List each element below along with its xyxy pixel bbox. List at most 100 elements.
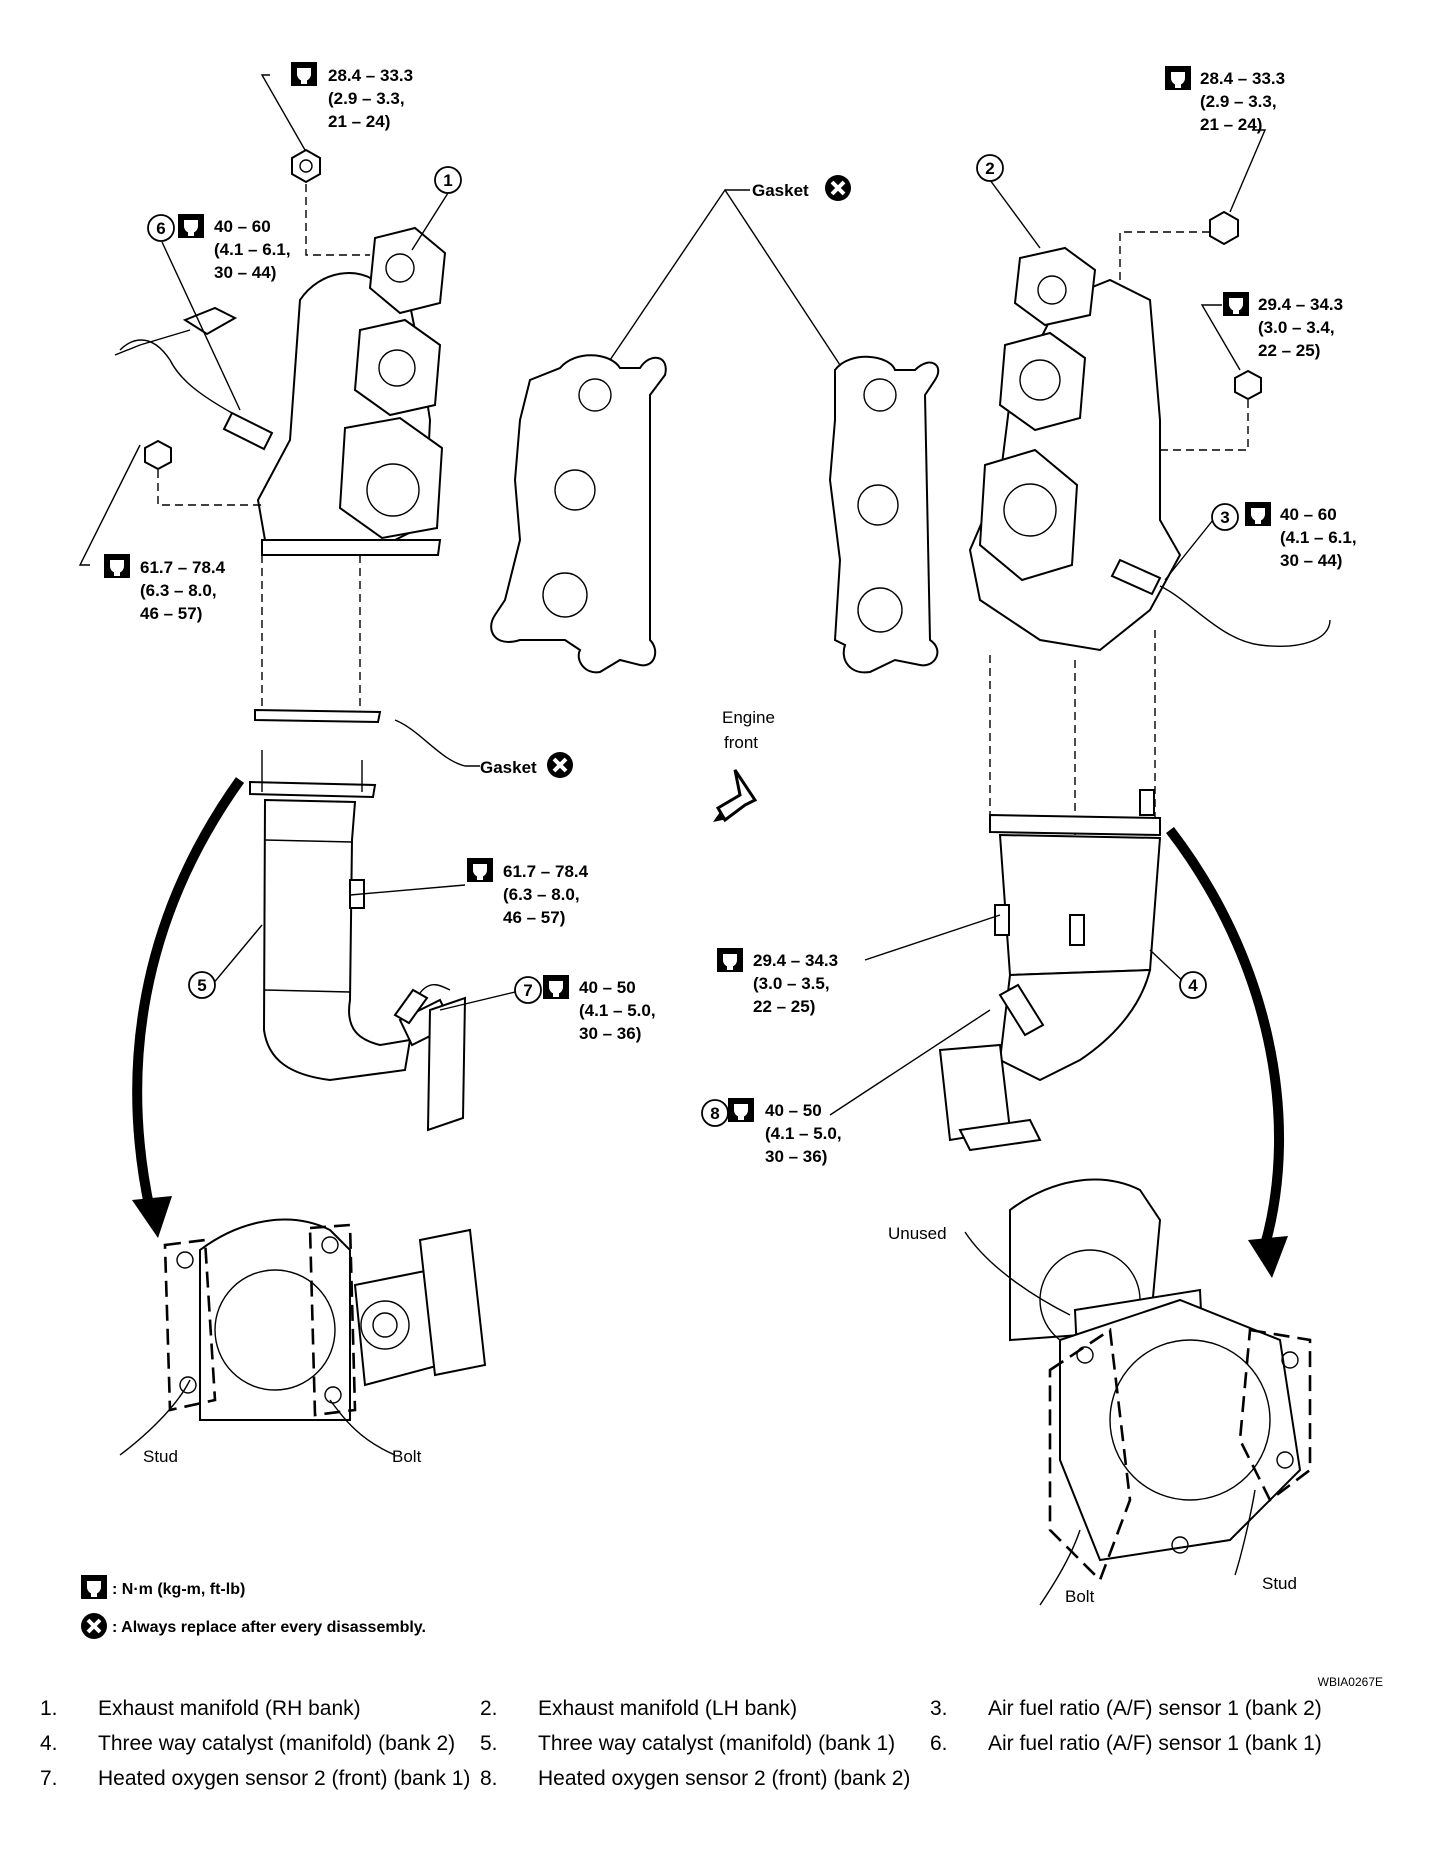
svg-text:28.4 – 33.3: 28.4 – 33.3 bbox=[1200, 69, 1285, 88]
legend-item: 1. Exhaust manifold (RH bank) bbox=[40, 1695, 480, 1722]
gasket-label-top: Gasket bbox=[752, 173, 853, 203]
torque-wrench-icon bbox=[81, 1575, 107, 1599]
torque-wrench-icon bbox=[467, 858, 493, 882]
torque-wrench-icon bbox=[717, 948, 743, 972]
svg-text:7: 7 bbox=[523, 981, 532, 1000]
svg-text:: Always replace after every d: : Always replace after every disassembly… bbox=[112, 1619, 426, 1636]
legend-item-text: Exhaust manifold (LH bank) bbox=[538, 1697, 798, 1720]
torque-spec-ho2s-bank1: 40 – 50 (4.1 – 5.0, 30 – 36) bbox=[543, 975, 656, 1043]
legend-item-number: 1. bbox=[40, 1697, 58, 1720]
engine-front-label: Engine bbox=[722, 708, 775, 727]
svg-text:Gasket: Gasket bbox=[480, 758, 537, 777]
svg-text:46 – 57): 46 – 57) bbox=[503, 908, 565, 927]
svg-text:21 – 24): 21 – 24) bbox=[1200, 115, 1262, 134]
svg-text:5: 5 bbox=[197, 976, 206, 995]
stud-label-right: Stud bbox=[1262, 1574, 1297, 1593]
svg-text:(6.3 – 8.0,: (6.3 – 8.0, bbox=[503, 885, 580, 904]
svg-text:2: 2 bbox=[985, 159, 994, 178]
svg-text:40 – 60: 40 – 60 bbox=[1280, 505, 1337, 524]
legend-item-number: 4. bbox=[40, 1732, 58, 1755]
torque-spec-catalyst-bank1-bolt: 61.7 – 78.4 (6.3 – 8.0, 46 – 57) bbox=[467, 858, 589, 927]
svg-text:21 – 24): 21 – 24) bbox=[328, 112, 390, 131]
legend-item-text: Three way catalyst (manifold) (bank 2) bbox=[98, 1732, 456, 1755]
engine-front-label-2: front bbox=[724, 733, 758, 752]
rh-bank-assembly bbox=[114, 148, 487, 1456]
torque-wrench-icon bbox=[178, 214, 204, 238]
callout-8: 8 bbox=[701, 1099, 729, 1127]
svg-text:30 – 44): 30 – 44) bbox=[1280, 551, 1342, 570]
figure-code: WBIA0267E bbox=[1318, 1675, 1383, 1689]
svg-text:40 – 60: 40 – 60 bbox=[214, 217, 271, 236]
legend-item-number: 6. bbox=[930, 1732, 948, 1755]
svg-text:30 – 44): 30 – 44) bbox=[214, 263, 276, 282]
lh-bank-assembly bbox=[938, 210, 1331, 1606]
svg-text:22 – 25): 22 – 25) bbox=[753, 997, 815, 1016]
torque-spec-catalyst-bank2-bolt: 29.4 – 34.3 (3.0 – 3.5, 22 – 25) bbox=[717, 948, 838, 1016]
legend-item: 2. Exhaust manifold (LH bank) bbox=[480, 1695, 930, 1722]
svg-text:29.4 – 34.3: 29.4 – 34.3 bbox=[1258, 295, 1343, 314]
gasket-label-mid: Gasket bbox=[480, 750, 575, 780]
legend-item-text: Exhaust manifold (RH bank) bbox=[98, 1697, 361, 1720]
svg-text:8: 8 bbox=[710, 1104, 719, 1123]
leader-lines bbox=[78, 74, 1267, 1116]
svg-text:1: 1 bbox=[443, 171, 452, 190]
callout-4: 4 bbox=[1179, 971, 1207, 999]
torque-wrench-icon bbox=[104, 554, 130, 578]
legend-item-number: 8. bbox=[480, 1767, 498, 1790]
legend-item-number: 7. bbox=[40, 1767, 58, 1790]
svg-text:Gasket: Gasket bbox=[752, 181, 809, 200]
callout-1: 1 bbox=[434, 166, 462, 194]
svg-text:(4.1 – 6.1,: (4.1 – 6.1, bbox=[1280, 528, 1357, 547]
svg-text:: N·m (kg-m, ft-lb): : N·m (kg-m, ft-lb) bbox=[112, 1581, 245, 1598]
torque-wrench-icon bbox=[1245, 502, 1271, 526]
torque-spec-lh-flange-nut: 29.4 – 34.3 (3.0 – 3.4, 22 – 25) bbox=[1223, 292, 1343, 360]
torque-spec-af-sensor-bank2: 40 – 60 (4.1 – 6.1, 30 – 44) bbox=[1245, 502, 1357, 570]
svg-text:29.4 – 34.3: 29.4 – 34.3 bbox=[753, 951, 838, 970]
torque-wrench-icon bbox=[728, 1098, 754, 1122]
svg-text:46 – 57): 46 – 57) bbox=[140, 604, 202, 623]
legend-item-number: 3. bbox=[930, 1697, 948, 1720]
legend-item-text: Air fuel ratio (A/F) sensor 1 (bank 1) bbox=[988, 1732, 1322, 1755]
svg-text:(4.1 – 5.0,: (4.1 – 5.0, bbox=[579, 1001, 656, 1020]
legend-item: 5. Three way catalyst (manifold) (bank 1) bbox=[480, 1730, 930, 1757]
callout-6: 6 bbox=[147, 214, 175, 242]
svg-text:(6.3 – 8.0,: (6.3 – 8.0, bbox=[140, 581, 217, 600]
svg-text:40 – 50: 40 – 50 bbox=[579, 978, 636, 997]
svg-text:22 – 25): 22 – 25) bbox=[1258, 341, 1320, 360]
legend-item-number: 5. bbox=[480, 1732, 498, 1755]
svg-text:(3.0 – 3.5,: (3.0 – 3.5, bbox=[753, 974, 830, 993]
legend-item: 6. Air fuel ratio (A/F) sensor 1 (bank 1) bbox=[930, 1730, 1390, 1757]
torque-wrench-icon bbox=[291, 62, 317, 86]
callout-3: 3 bbox=[1211, 503, 1239, 531]
bolt-label-right: Bolt bbox=[1065, 1587, 1095, 1606]
exhaust-gaskets bbox=[394, 188, 940, 823]
legend-item: 8. Heated oxygen sensor 2 (front) (bank 2… bbox=[480, 1765, 930, 1792]
torque-spec-rh-flange-nut: 61.7 – 78.4 (6.3 – 8.0, 46 – 57) bbox=[104, 554, 226, 623]
torque-wrench-icon bbox=[1223, 292, 1249, 316]
torque-spec-rh-manifold-nut: 28.4 – 33.3 (2.9 – 3.3, 21 – 24) bbox=[291, 62, 413, 131]
torque-spec-ho2s-bank2: 40 – 50 (4.1 – 5.0, 30 – 36) bbox=[728, 1098, 842, 1166]
always-replace-icon bbox=[545, 750, 575, 780]
legend-item: 3.Air fuel ratio (A/F) sensor 1 (bank 2) bbox=[930, 1695, 1390, 1722]
callout-7: 7 bbox=[514, 976, 542, 1004]
svg-text:30 – 36): 30 – 36) bbox=[765, 1147, 827, 1166]
torque-spec-lh-manifold-nut: 28.4 – 33.3 (2.9 – 3.3, 21 – 24) bbox=[1165, 66, 1285, 134]
exhaust-manifold-diagram: 28.4 – 33.3 (2.9 – 3.3, 21 – 24) 40 – 60… bbox=[78, 62, 1383, 1689]
key-torque: : N·m (kg-m, ft-lb) bbox=[81, 1575, 245, 1599]
stud-label-left: Stud bbox=[143, 1447, 178, 1466]
legend-item-number: 2. bbox=[480, 1697, 498, 1720]
legend-item: 7.Heated oxygen sensor 2 (front) (bank 1… bbox=[40, 1765, 480, 1792]
svg-text:61.7 – 78.4: 61.7 – 78.4 bbox=[503, 862, 589, 881]
svg-text:(4.1 – 5.0,: (4.1 – 5.0, bbox=[765, 1124, 842, 1143]
svg-text:40 – 50: 40 – 50 bbox=[765, 1101, 822, 1120]
always-replace-icon bbox=[823, 173, 853, 203]
torque-wrench-icon bbox=[1165, 66, 1191, 90]
parts-legend: 1. Exhaust manifold (RH bank) 2. Exhaust ma… bbox=[40, 1695, 1420, 1792]
svg-text:3: 3 bbox=[1220, 508, 1229, 527]
legend-item-text: Heated oxygen sensor 2 (front) (bank 2) bbox=[538, 1767, 911, 1790]
svg-text:30 – 36): 30 – 36) bbox=[579, 1024, 641, 1043]
callout-2: 2 bbox=[976, 154, 1004, 182]
legend-item-text: Three way catalyst (manifold) (bank 1) bbox=[538, 1732, 896, 1755]
unused-label: Unused bbox=[888, 1224, 947, 1243]
callout-5: 5 bbox=[188, 971, 216, 999]
